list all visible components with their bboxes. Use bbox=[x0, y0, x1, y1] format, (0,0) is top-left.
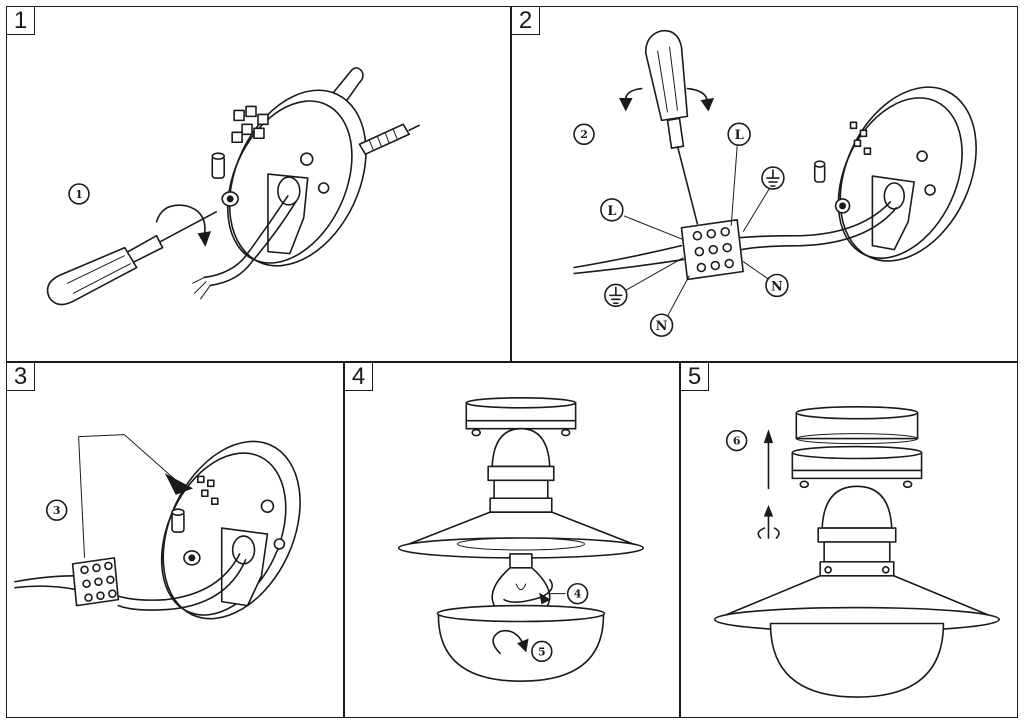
mounting-plate-icon bbox=[160, 440, 301, 620]
wire-label-live-right: L bbox=[727, 122, 751, 147]
svg-text:N: N bbox=[656, 319, 668, 334]
step-5-panel: 5 6 bbox=[680, 362, 1018, 718]
terminal-block-icon bbox=[680, 219, 744, 281]
callout-2: 2 bbox=[573, 123, 595, 146]
callout-6: 6 bbox=[725, 429, 748, 452]
svg-text:L: L bbox=[735, 128, 744, 143]
wire-label-live-left: L bbox=[600, 198, 624, 222]
rotate-arrow-icon bbox=[503, 578, 553, 603]
callout-5: 5 bbox=[531, 640, 553, 663]
step-3-panel: 3 bbox=[6, 362, 344, 718]
callout-4: 4 bbox=[566, 582, 589, 605]
wire-label-neutral-right: N bbox=[765, 273, 789, 298]
step-5-number: 5 bbox=[681, 363, 709, 391]
step-2-panel: 2 bbox=[511, 6, 1018, 362]
svg-text:1: 1 bbox=[75, 188, 83, 201]
screwdriver-icon bbox=[46, 211, 218, 306]
screwdriver-icon bbox=[644, 29, 699, 225]
rotate-arrow-icon bbox=[492, 630, 525, 655]
rotate-arrow-icon bbox=[757, 527, 780, 539]
terminal-block-icon bbox=[71, 557, 120, 607]
pointer-arrow-icon bbox=[164, 473, 194, 495]
step-2-number: 2 bbox=[512, 7, 540, 35]
callout-1: 1 bbox=[68, 183, 90, 205]
step-1-number: 1 bbox=[7, 7, 35, 35]
step-3-number: 3 bbox=[7, 363, 35, 391]
step-1-panel: 1 bbox=[6, 6, 511, 362]
mounting-plate-icon bbox=[211, 89, 367, 267]
rotate-arrow-icon bbox=[155, 204, 206, 237]
svg-text:4: 4 bbox=[574, 588, 582, 601]
callout-3: 3 bbox=[45, 499, 68, 521]
earth-ground-icon bbox=[761, 166, 785, 190]
step-2-illustration: L L N N 2 bbox=[573, 29, 977, 337]
mounting-plate-icon bbox=[813, 86, 977, 262]
wire-label-neutral-left: N bbox=[649, 313, 674, 337]
wall-plug-icon bbox=[358, 123, 420, 155]
earth-ground-icon bbox=[604, 283, 628, 308]
step-5-illustration: 6 bbox=[714, 405, 1000, 698]
svg-text:6: 6 bbox=[733, 435, 741, 448]
step-3-illustration: 3 bbox=[14, 434, 301, 620]
step-1-illustration: 1 bbox=[46, 67, 420, 306]
svg-text:N: N bbox=[771, 279, 783, 294]
step-4-number: 4 bbox=[345, 363, 373, 391]
svg-text:L: L bbox=[607, 204, 616, 219]
svg-text:2: 2 bbox=[580, 128, 588, 141]
step-4-panel: 4 4 bbox=[344, 362, 680, 718]
svg-text:5: 5 bbox=[538, 645, 546, 658]
svg-text:3: 3 bbox=[53, 504, 61, 517]
step-4-illustration: 4 5 bbox=[397, 397, 645, 682]
